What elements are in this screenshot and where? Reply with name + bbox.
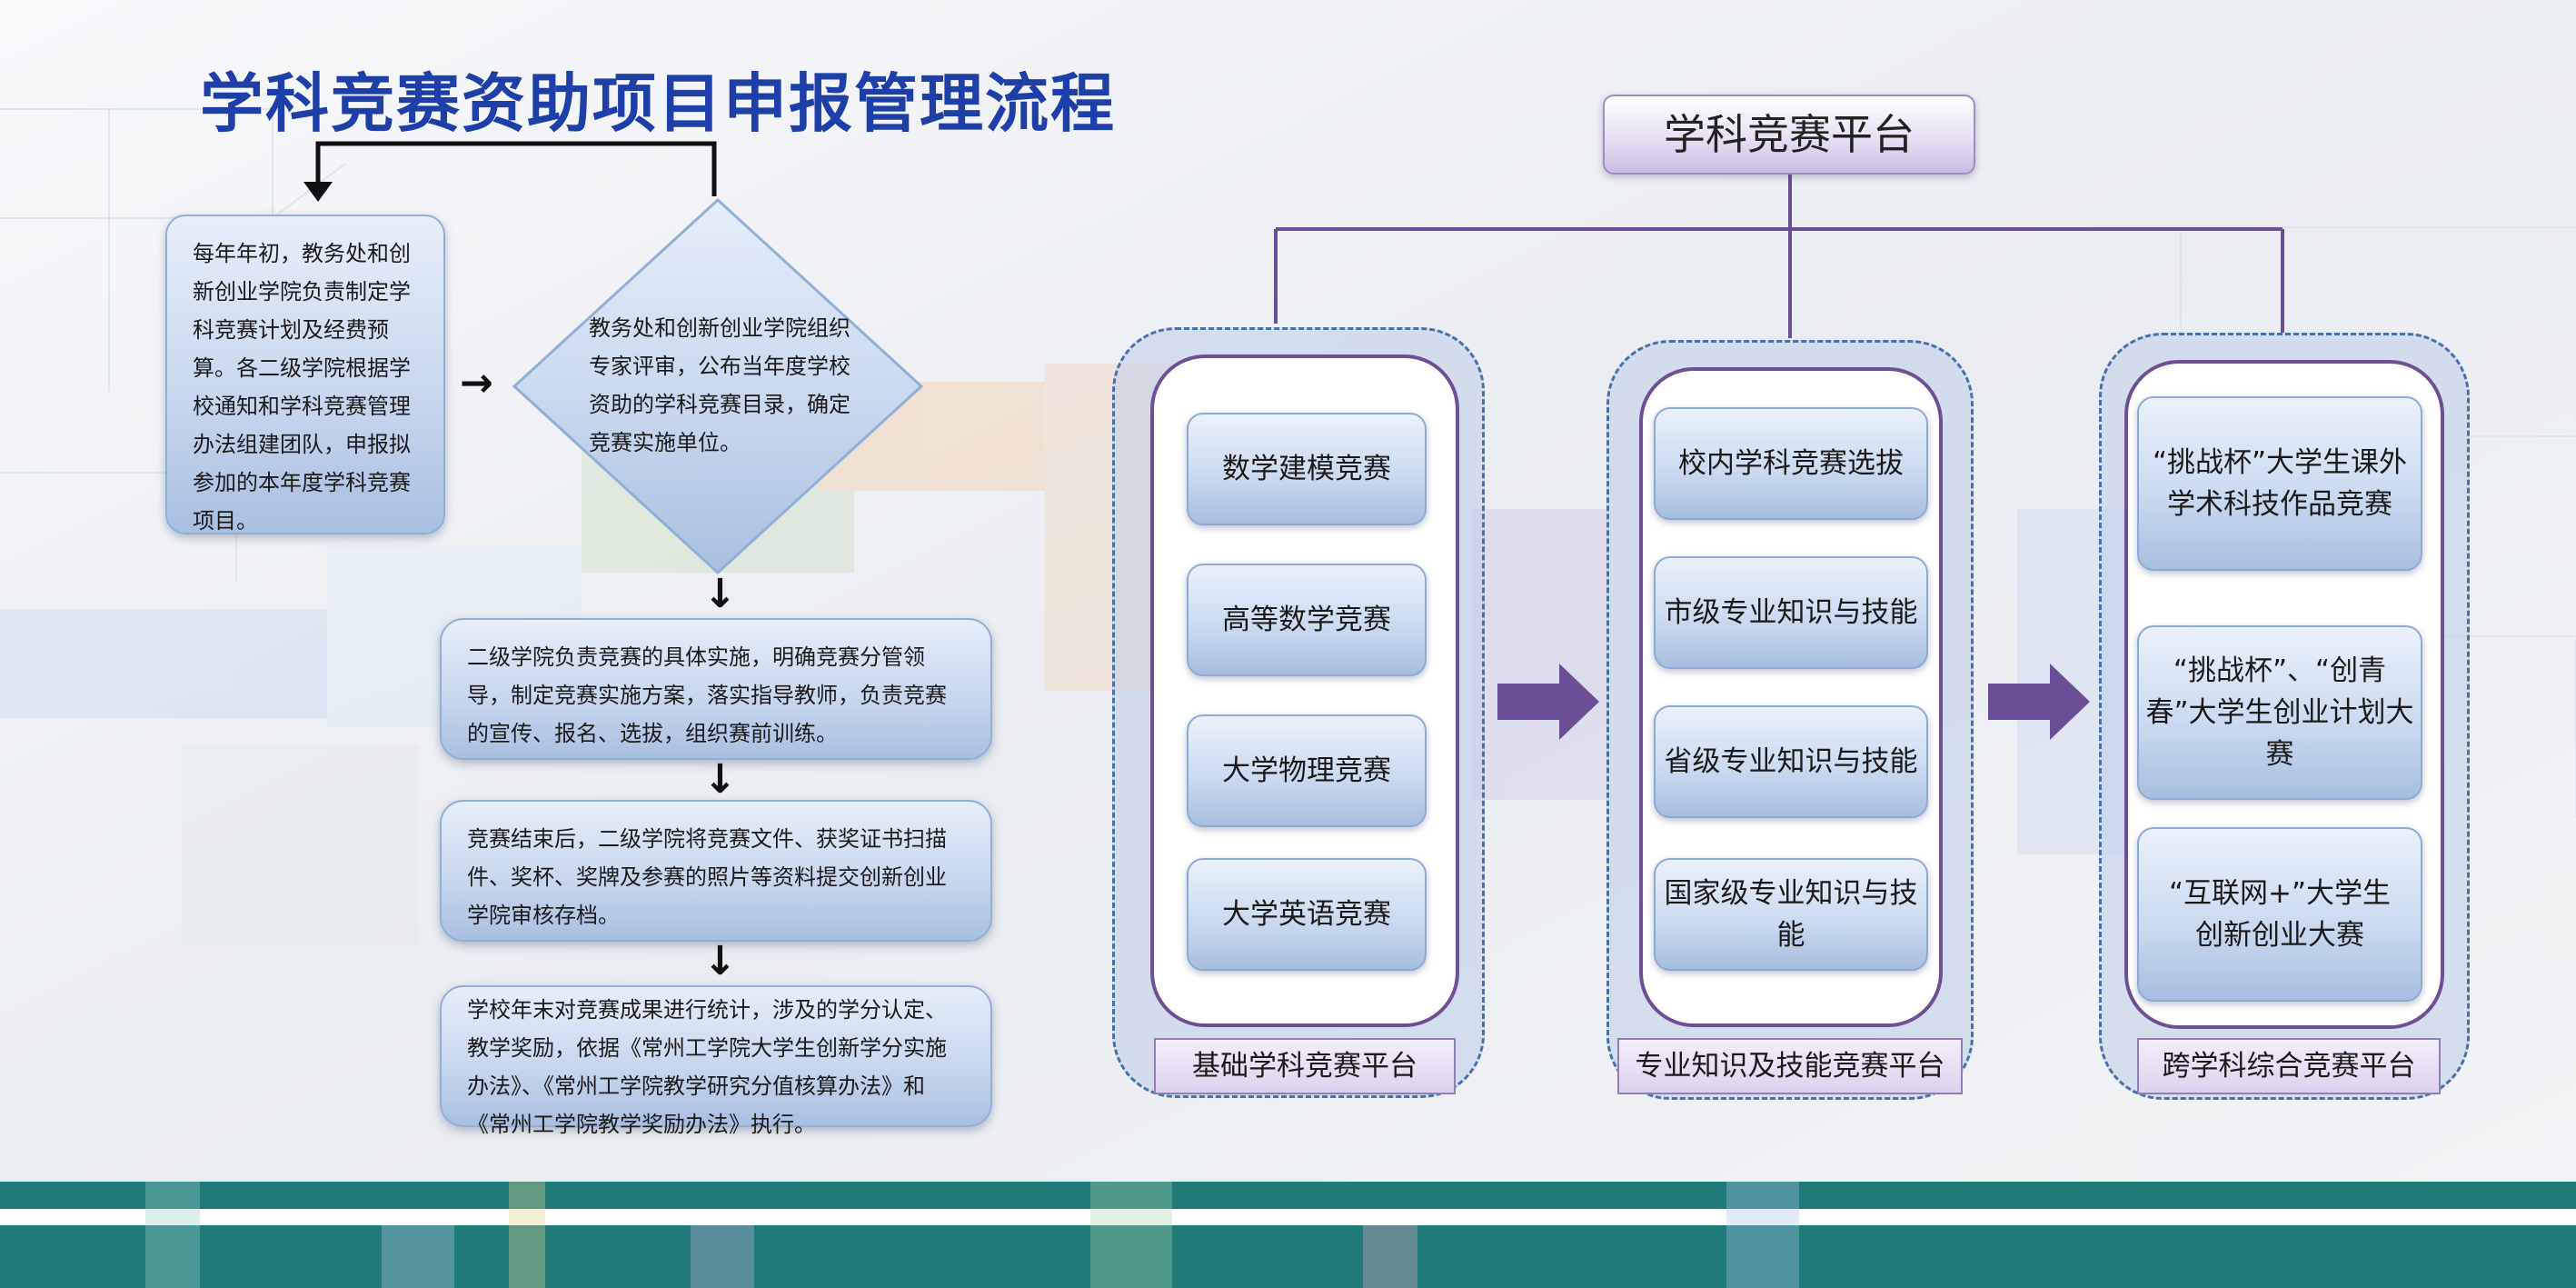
down-arrow-icon: ↓ <box>703 571 737 617</box>
professional-item: 市级专业知识与技能 <box>1654 556 1928 669</box>
basic-item: 高等数学竞赛 <box>1187 564 1427 676</box>
down-arrow-icon: ↓ <box>703 756 737 803</box>
flow-step-3: 二级学院负责竞赛的具体实施，明确竞赛分管领导，制定竞赛实施方案，落实指导教师，负… <box>440 618 992 760</box>
page-title: 学科竞赛资助项目申报管理流程 <box>200 66 1116 141</box>
flow-step-5-text: 学校年末对竞赛成果进行统计，涉及的学分认定、教学奖励，依据《常州工学院大学生创新… <box>467 997 947 1137</box>
flow-step-2-text: 教务处和创新创业学院组织专家评审，公布当年度学校资助的学科竞赛目录，确定竞赛实施… <box>589 315 850 455</box>
flow-step-3-text: 二级学院负责竞赛的具体实施，明确竞赛分管领导，制定竞赛实施方案，落实指导教师，负… <box>467 644 947 746</box>
flow-step-1: 每年年初，教务处和创新创业学院负责制定学科竞赛计划及经费预算。各二级学院根据学校… <box>165 215 445 534</box>
professional-item: 校内学科竞赛选拔 <box>1654 407 1928 520</box>
right-arrow-icon: → <box>460 360 493 406</box>
flow-step-4-text: 竞赛结束后，二级学院将竞赛文件、获奖证书扫描件、奖杯、奖牌及参赛的照片等资料提交… <box>467 826 947 928</box>
flow-step-1-text: 每年年初，教务处和创新创业学院负责制定学科竞赛计划及经费预算。各二级学院根据学校… <box>193 241 411 534</box>
cross-item: “挑战杯”大学生课外学术科技作品竞赛 <box>2137 396 2422 571</box>
basic-item: 大学英语竞赛 <box>1187 858 1427 971</box>
cross-item: “互联网+”大学生创新创业大赛 <box>2137 827 2422 1002</box>
flow-step-4: 竞赛结束后，二级学院将竞赛文件、获奖证书扫描件、奖杯、奖牌及参赛的照片等资料提交… <box>440 800 992 942</box>
basic-platform-label: 基础学科竞赛平台 <box>1154 1038 1456 1094</box>
down-arrow-icon: ↓ <box>703 938 737 984</box>
platform-root: 学科竞赛平台 <box>1603 95 1975 175</box>
right-arrow-1 <box>1497 664 1599 740</box>
basic-item: 数学建模竞赛 <box>1187 413 1427 525</box>
professional-item: 省级专业知识与技能 <box>1654 705 1928 818</box>
right-arrow-2 <box>1988 664 2090 740</box>
professional-platform-label: 专业知识及技能竞赛平台 <box>1617 1038 1963 1094</box>
flow-step-2-diamond <box>512 197 924 575</box>
basic-item: 大学物理竞赛 <box>1187 714 1427 827</box>
cross-item: “挑战杯”、“创青春”大学生创业计划大赛 <box>2137 625 2422 800</box>
professional-item: 国家级专业知识与技能 <box>1654 858 1928 971</box>
flow-step-5: 学校年末对竞赛成果进行统计，涉及的学分认定、教学奖励，依据《常州工学院大学生创新… <box>440 985 992 1137</box>
cross-platform-label: 跨学科综合竞赛平台 <box>2137 1038 2441 1094</box>
